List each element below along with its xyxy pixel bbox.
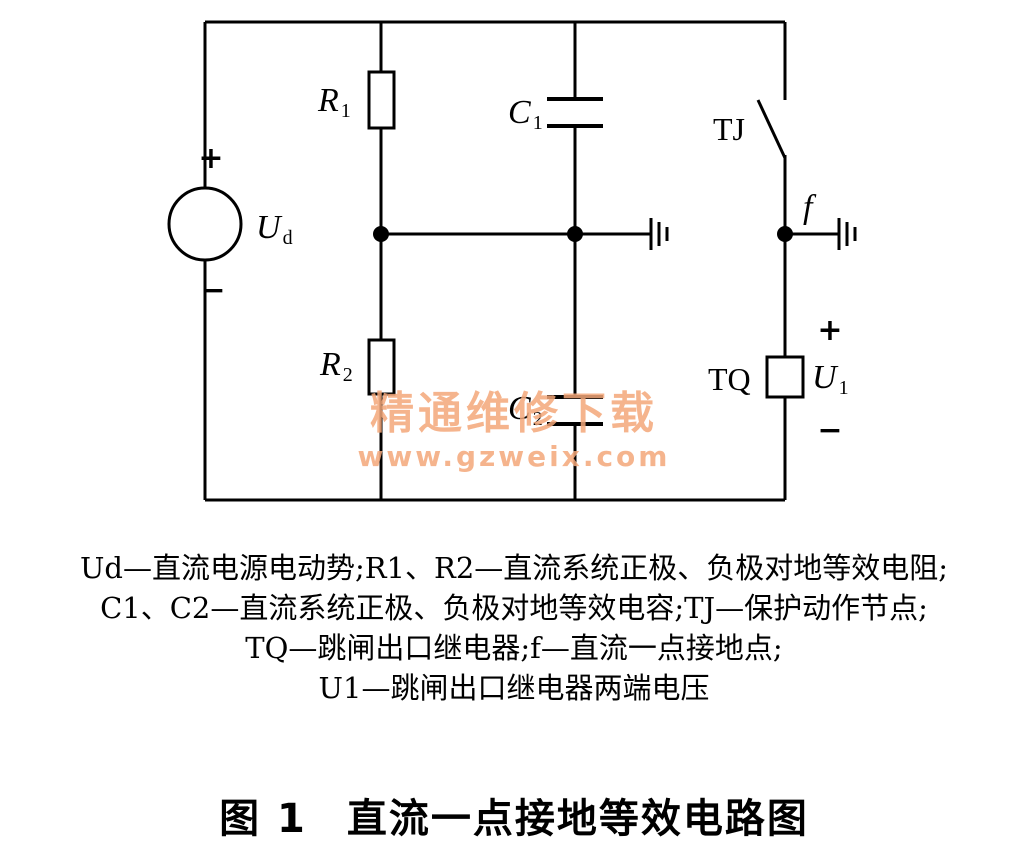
junction-dot-r — [373, 226, 389, 242]
watermark-title: 精通维修下载 — [370, 388, 658, 439]
fault-point-label: f — [803, 189, 817, 226]
resistor-r2 — [367, 338, 396, 396]
watermark-url: www.gzweix.com — [358, 440, 671, 473]
junction-dot-c — [567, 226, 583, 242]
tj-label: TJ — [713, 111, 745, 147]
tq-label: TQ — [708, 361, 751, 397]
legend: Ud—直流电源电动势;R1、R2—直流系统正极、负极对地等效电阻; C1、C2—… — [0, 548, 1028, 708]
source-minus-sign: − — [200, 273, 225, 308]
u1-plus-sign: + — [817, 313, 842, 348]
ground-icon-midpoint — [649, 218, 669, 250]
figure-number: 图 1 — [219, 796, 307, 842]
tj-switch-blade — [756, 99, 787, 159]
relay-tq — [765, 355, 805, 399]
figure-title: 直流一点接地等效电路图 — [346, 796, 809, 842]
resistor-r1 — [367, 70, 396, 130]
legend-line-3: TQ—跳闸出口继电器;f—直流一点接地点; — [245, 631, 783, 665]
voltage-source-symbol — [167, 186, 243, 262]
junction-dot-f — [777, 226, 793, 242]
u1-minus-sign: − — [817, 413, 842, 448]
source-plus-sign: + — [198, 141, 223, 176]
ground-icon-fault — [837, 218, 857, 250]
legend-line-4: U1—跳闸出口继电器两端电压 — [318, 671, 710, 705]
legend-line-2: C1、C2—直流系统正极、负极对地等效电容;TJ—保护动作节点; — [100, 591, 928, 625]
figure-caption: 图 1 直流一点接地等效电路图 — [0, 786, 1028, 844]
legend-line-1: Ud—直流电源电动势;R1、R2—直流系统正极、负极对地等效电阻; — [79, 551, 949, 585]
